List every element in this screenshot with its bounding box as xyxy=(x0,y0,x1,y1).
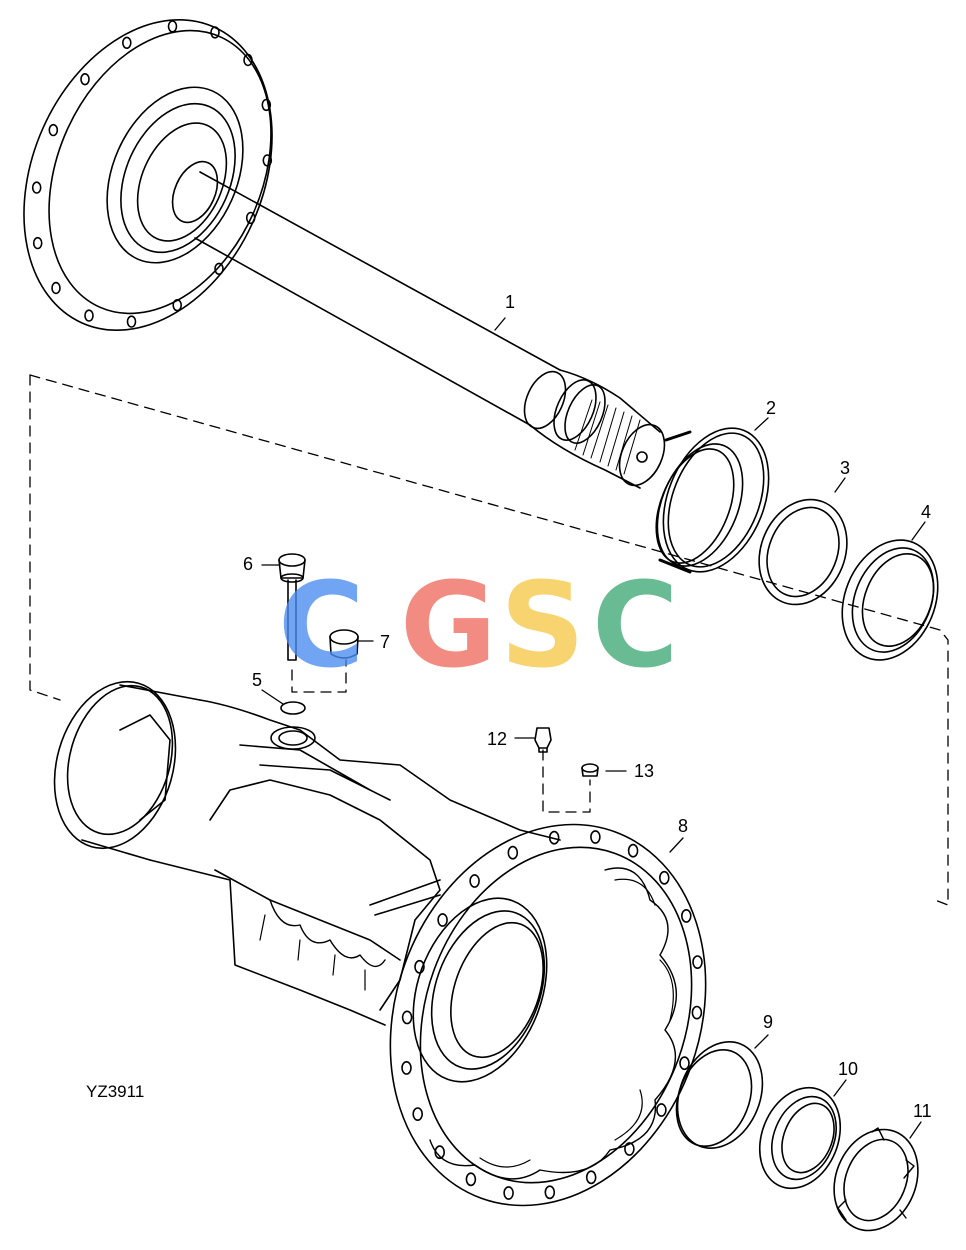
image-code: YZ3911 xyxy=(86,1082,144,1101)
housing-bolt-hole xyxy=(503,1186,514,1200)
ring-part-9 xyxy=(675,1041,764,1149)
housing-bolt-hole xyxy=(679,1056,690,1071)
flange-bolt-hole xyxy=(84,309,94,322)
flange-bolt-hole xyxy=(262,154,273,167)
watermark-letter-1: C xyxy=(278,556,365,694)
callout-6: 6 xyxy=(243,554,253,574)
bolt-part-6 xyxy=(278,553,306,661)
housing-bolt-hole xyxy=(437,913,448,927)
flange-bolt-hole xyxy=(172,299,182,312)
axle-shaft-part-1 xyxy=(23,18,666,489)
housing-bolt-hole xyxy=(507,845,519,860)
housing-bolt-hole xyxy=(401,1061,412,1075)
housing-bolt-hole xyxy=(627,843,639,858)
flange-bolt-hole xyxy=(245,211,256,225)
housing-bolt-hole xyxy=(624,1142,635,1156)
callout-4: 4 xyxy=(921,502,931,522)
callout-7: 7 xyxy=(380,632,390,652)
flange-bolt-hole xyxy=(51,281,61,295)
bearing-part-10 xyxy=(758,1086,842,1190)
callout-labels: 1 2 3 4 5 6 7 8 9 10 11 12 13 xyxy=(243,292,932,1121)
flange-bolt-hole xyxy=(80,72,90,86)
watermark-letter-2: G xyxy=(400,556,497,694)
callout-9: 9 xyxy=(763,1012,773,1032)
assembly-guide-lines xyxy=(29,374,949,906)
housing-bolt-hole xyxy=(414,959,425,974)
callout-12: 12 xyxy=(487,729,507,749)
callout-3: 3 xyxy=(840,458,850,478)
seal-part-2 xyxy=(655,427,770,574)
callout-5: 5 xyxy=(252,670,262,690)
housing-bolt-hole xyxy=(691,1005,703,1020)
housing-bolt-hole xyxy=(465,1172,477,1187)
housing-bolt-hole xyxy=(434,1145,446,1160)
housing-bolt-hole xyxy=(544,1185,556,1200)
plug-part-7 xyxy=(329,629,359,659)
flange-bolt-hole xyxy=(122,36,132,49)
housing-bolt-hole xyxy=(469,874,480,888)
flange-bolt-hole xyxy=(243,53,253,67)
bearing-cone-part-4 xyxy=(841,539,939,661)
callout-1: 1 xyxy=(505,292,515,312)
housing-bolt-hole xyxy=(412,1107,424,1121)
callout-8: 8 xyxy=(678,816,688,836)
fitting-part-12 xyxy=(534,727,552,753)
flange-bolt-hole xyxy=(210,26,220,39)
housing-bolt-hole xyxy=(401,1010,413,1025)
callout-11: 11 xyxy=(913,1101,932,1121)
flange-bolt-hole xyxy=(167,20,178,33)
watermark-letter-4: C xyxy=(592,556,679,694)
callout-10: 10 xyxy=(838,1059,858,1079)
plug-part-13 xyxy=(581,763,599,777)
housing-bolt-hole xyxy=(585,1170,597,1185)
housing-bolt-hole xyxy=(658,870,670,885)
housing-bolt-hole xyxy=(692,955,703,969)
nut-part-11 xyxy=(833,1127,919,1232)
leader-lines xyxy=(261,317,926,1139)
callout-13: 13 xyxy=(634,761,654,781)
flange-bolt-hole xyxy=(214,262,224,275)
axle-housing-part-8 xyxy=(53,680,707,1207)
o-ring-part-5 xyxy=(280,701,306,715)
flange-bolt-hole xyxy=(32,236,43,250)
watermark-letter-3: S xyxy=(500,556,585,694)
flange-bolt-hole xyxy=(31,181,42,194)
housing-bolt-hole xyxy=(548,830,560,845)
housing-bolt-hole xyxy=(656,1103,667,1117)
housing-bolt-hole xyxy=(590,830,601,844)
callout-2: 2 xyxy=(766,398,776,418)
flange-bolt-hole xyxy=(126,315,137,328)
housing-bolt-hole xyxy=(680,909,692,923)
bearing-cup-part-3 xyxy=(758,498,848,606)
flange-bolt-hole xyxy=(261,98,272,112)
flange-bolt-hole xyxy=(48,123,59,137)
watermark: C G S C xyxy=(278,556,679,694)
